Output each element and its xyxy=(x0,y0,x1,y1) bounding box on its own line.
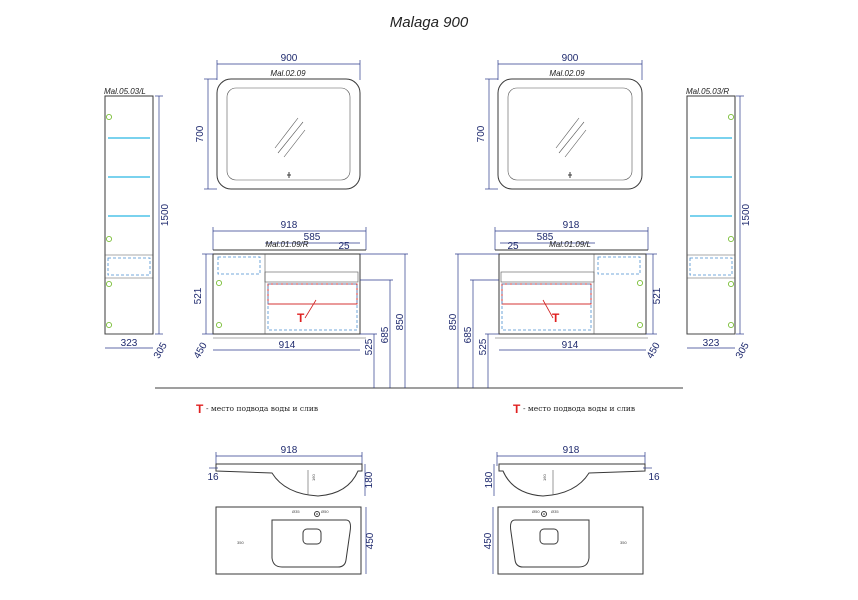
mirror-right-label: Mal.02.09 xyxy=(549,69,585,78)
base-right-width-dim: 918 xyxy=(563,220,580,231)
knob-icon xyxy=(215,279,223,287)
drawing-title: Malaga 900 xyxy=(390,14,469,31)
floor-dim-850-right: 850 xyxy=(448,313,459,330)
svg-text:350: 350 xyxy=(620,540,627,545)
countertop-left-side: 918 160 16 180 xyxy=(207,445,375,497)
top-left-height-dim: 180 xyxy=(364,471,375,488)
knob-icon xyxy=(105,321,113,329)
knob-icon xyxy=(105,235,113,243)
floor-dim-685-right: 685 xyxy=(463,326,474,343)
countertop-right-plan: Ø50 Ø35 350 450 xyxy=(483,506,644,575)
legend-right-text: - место подвода воды и слив xyxy=(523,404,635,413)
tall-left-width-dim: 323 xyxy=(121,338,138,349)
tall-left-height-dim: 1500 xyxy=(160,203,171,226)
knob-icon xyxy=(727,113,735,121)
tall-left-depth-dim: 305 xyxy=(152,340,170,360)
mirror-left-label: Mal.02.09 xyxy=(270,69,306,78)
countertop-right-side: 918 160 16 180 xyxy=(484,445,660,497)
knob-icon xyxy=(105,113,113,121)
floor-dim-850-left: 850 xyxy=(395,313,406,330)
knob-icon xyxy=(727,321,735,329)
base-left-inner-dim: 585 xyxy=(304,232,321,243)
top-left-width-dim: 918 xyxy=(281,445,298,456)
water-inlet-marker: T xyxy=(552,311,560,325)
tall-left-drawer xyxy=(107,257,151,276)
mirror-right: 900 Mal.02.09 700 xyxy=(476,53,643,190)
base-left-width-dim: 918 xyxy=(281,220,298,231)
top-right-height-dim: 180 xyxy=(484,471,495,488)
base-right-bottom-dim: 914 xyxy=(562,340,579,351)
mirror-left-width-dim: 900 xyxy=(281,53,298,64)
svg-text:Ø35: Ø35 xyxy=(292,509,300,514)
floor-dim-685-left: 685 xyxy=(380,326,391,343)
tall-right-width-dim: 323 xyxy=(703,338,720,349)
tall-right-drawer xyxy=(689,257,733,276)
svg-text:160: 160 xyxy=(311,474,316,481)
base-right-depth-dim: 450 xyxy=(645,340,663,360)
svg-text:Ø50: Ø50 xyxy=(321,509,329,514)
mirror-right-height-dim: 700 xyxy=(476,125,487,142)
base-right-sink-box xyxy=(501,283,592,305)
legend-right: T - место подвода воды и слив xyxy=(513,402,635,416)
top-left-thickness-dim: 16 xyxy=(207,472,219,483)
base-left-bottom-dim: 914 xyxy=(279,340,296,351)
legend-right-marker: T xyxy=(513,402,521,416)
tall-cabinet-right: Mal.05.03/R 1500 323 305 xyxy=(686,87,752,361)
svg-text:Ø50: Ø50 xyxy=(532,509,540,514)
mirror-left-height-dim: 700 xyxy=(195,125,206,142)
plan-right-depth-dim: 450 xyxy=(483,532,494,549)
base-left-depth-dim: 450 xyxy=(192,340,210,360)
knob-icon xyxy=(105,280,113,288)
svg-text:Ø35: Ø35 xyxy=(551,509,559,514)
tall-right-depth-dim: 305 xyxy=(734,340,752,360)
knob-icon xyxy=(215,321,223,329)
tall-cabinet-right-label: Mal.05.03/R xyxy=(686,87,729,96)
mirror-left: 900 Mal.02.09 700 xyxy=(195,53,361,190)
knob-icon xyxy=(727,280,735,288)
base-right-offset-dim: 25 xyxy=(507,241,519,252)
knob-icon xyxy=(636,321,644,329)
tall-right-height-dim: 1500 xyxy=(741,203,752,226)
base-right-label: Mal.01.09/L xyxy=(549,240,591,249)
base-cabinet-left-variant: 918 585 25 Mal.01.09/L T 521 914 450 850… xyxy=(448,220,663,388)
base-right-height-dim: 521 xyxy=(652,287,663,304)
svg-text:350: 350 xyxy=(237,540,244,545)
base-left-offset-dim: 25 xyxy=(338,241,350,252)
water-inlet-marker: T xyxy=(297,311,305,325)
knob-icon xyxy=(636,279,644,287)
base-cabinet-right-variant: 918 585 Mal.01.09/R 25 T 521 914 450 525 xyxy=(192,220,408,388)
tall-cabinet-left-label: Mal.05.03/L xyxy=(104,87,146,96)
legend-left-text: - место подвода воды и слив xyxy=(206,404,318,413)
legend-left-marker: T xyxy=(196,402,204,416)
svg-text:160: 160 xyxy=(542,474,547,481)
floor-dim-525-left: 525 xyxy=(364,338,375,355)
tall-cabinet-left: Mal.05.03/L 1500 323 305 xyxy=(104,87,171,361)
base-left-height-dim: 521 xyxy=(193,287,204,304)
base-left-label: Mal.01.09/R xyxy=(265,240,308,249)
top-right-thickness-dim: 16 xyxy=(648,472,660,483)
base-right-inner-dim: 585 xyxy=(537,232,554,243)
top-right-width-dim: 918 xyxy=(563,445,580,456)
base-left-sink-box xyxy=(267,283,358,305)
legend-left: T - место подвода воды и слив xyxy=(196,402,318,416)
floor-dim-525-right: 525 xyxy=(478,338,489,355)
countertop-left-plan: Ø35 Ø50 350 450 xyxy=(215,506,376,575)
plan-left-depth-dim: 450 xyxy=(365,532,376,549)
knob-icon xyxy=(727,235,735,243)
mirror-right-width-dim: 900 xyxy=(562,53,579,64)
